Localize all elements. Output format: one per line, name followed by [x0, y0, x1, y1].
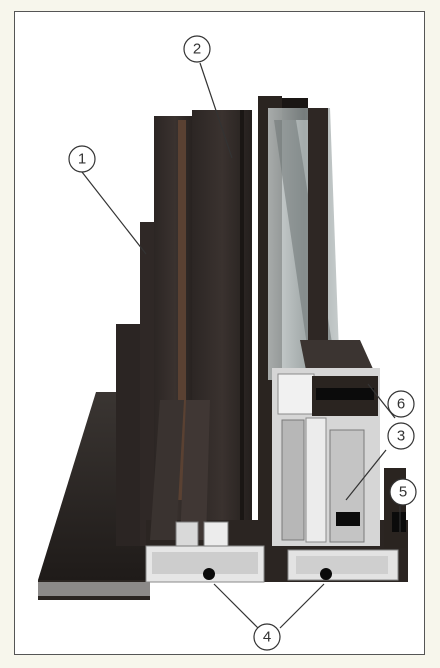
- callout-label-6: 6: [397, 396, 405, 413]
- callout-label-1: 1: [78, 151, 86, 168]
- callout-label-5: 5: [399, 484, 407, 501]
- callout-circle-3: [387, 422, 415, 450]
- leader-line-4a: [213, 583, 259, 629]
- callout-circle-1: [68, 145, 96, 173]
- leader-line-3: [345, 449, 387, 501]
- leader-line-4b: [279, 583, 325, 629]
- leader-line-1: [81, 171, 147, 255]
- callout-label-2: 2: [193, 41, 201, 58]
- callout-circles: [68, 35, 417, 651]
- callout-circle-6: [387, 390, 415, 418]
- callout-circle-2: [183, 35, 211, 63]
- callout-circle-5: [389, 478, 417, 506]
- callout-label-4: 4: [263, 629, 271, 646]
- callout-circle-4: [253, 623, 281, 651]
- leader-lines: [81, 62, 401, 629]
- leader-line-2: [199, 62, 233, 159]
- callout-label-3: 3: [397, 428, 405, 445]
